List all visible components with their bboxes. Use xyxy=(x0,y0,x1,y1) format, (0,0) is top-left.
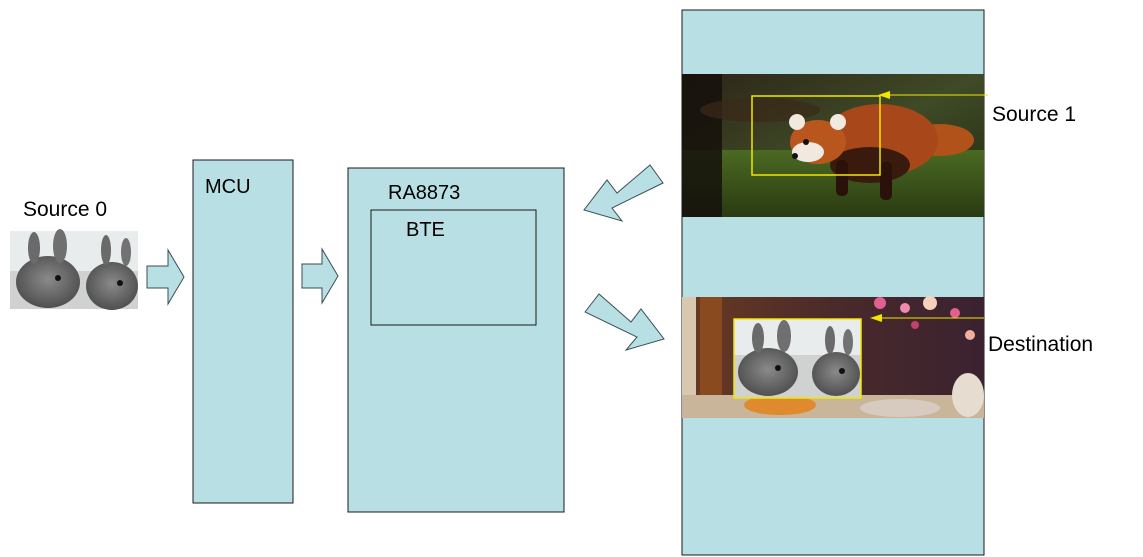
arrow-source0-to-mcu xyxy=(146,248,185,306)
arrow-ra8873-to-destination xyxy=(584,293,665,351)
mcu-label: MCU xyxy=(205,176,251,198)
source1-pointer-head xyxy=(878,91,890,99)
arrow-mcu-to-ra8873 xyxy=(301,247,339,305)
source1-window xyxy=(751,95,881,176)
source1-label: Source 1 xyxy=(992,103,1076,126)
mcu-block xyxy=(192,159,294,504)
destination-pointer-head xyxy=(870,314,882,322)
ra8873-label: RA8873 xyxy=(388,182,460,204)
bte-label: BTE xyxy=(406,219,445,241)
destination-label: Destination xyxy=(988,333,1093,356)
source0-label: Source 0 xyxy=(23,198,107,221)
red-panda-photo-icon xyxy=(682,74,984,217)
rabbits-composite-photo-icon xyxy=(682,296,984,418)
destination-window xyxy=(733,318,862,399)
arrow-source1-to-ra8873 xyxy=(583,164,664,222)
bte-block xyxy=(370,209,537,326)
rabbits-photo-icon xyxy=(10,229,138,310)
